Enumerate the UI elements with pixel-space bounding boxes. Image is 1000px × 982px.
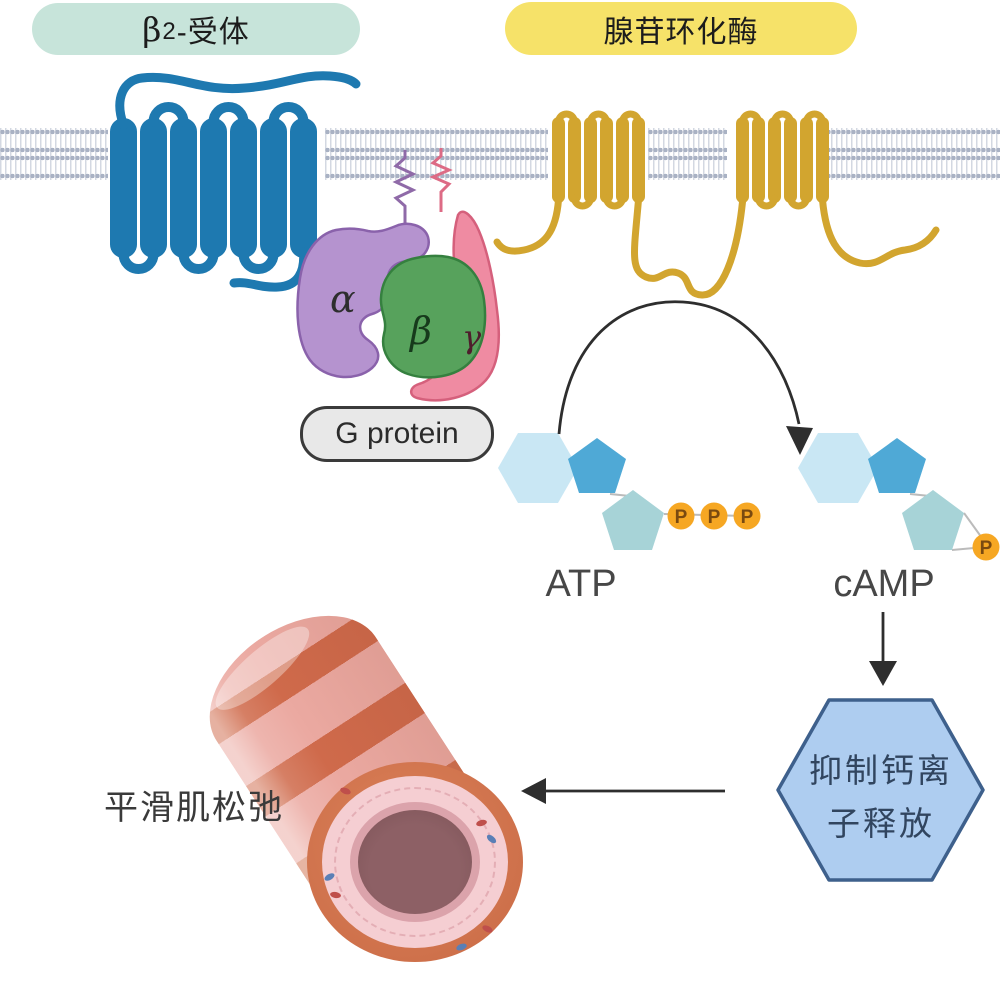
adenine-ring-pentagon [568, 438, 626, 493]
tm-helix [616, 117, 629, 203]
receptor-badge-text: -受体 [176, 16, 250, 49]
phosphate-label: P [741, 507, 754, 528]
arrowhead [869, 661, 897, 686]
cyclase-left-tail [493, 196, 562, 255]
alpha-label: α [330, 277, 356, 321]
arrows [521, 300, 897, 804]
alpha-lipid-anchor [392, 150, 417, 228]
tm-helix [736, 117, 749, 203]
cyclase-middle-loop [631, 196, 746, 299]
tm-helix [800, 117, 813, 203]
receptor-loops [118, 102, 309, 274]
beta2-receptor [110, 71, 361, 292]
tm-helix [632, 117, 645, 203]
arrowhead [521, 778, 546, 804]
cyclase-right-tail [819, 196, 940, 268]
tm-helix [110, 118, 137, 258]
tm-helix [260, 118, 287, 258]
hexagon-text-line2: 子释放 [827, 805, 935, 842]
calcium-hexagon: 抑制钙离 子释放 [776, 698, 985, 882]
tm-helix [552, 117, 565, 203]
receptor-n-terminus [115, 71, 361, 130]
cyclase-loops-2 [739, 110, 940, 268]
receptor-helices [110, 118, 317, 258]
tm-helix [752, 117, 765, 203]
adenylyl-cyclase-badge: 腺苷环化酶 [505, 2, 857, 55]
camp-label: cAMP [833, 563, 934, 605]
hexagon-shape [776, 698, 985, 882]
alpha-subunit [296, 222, 430, 379]
phosphate-circle [733, 502, 761, 530]
ribose-pentagon [602, 490, 664, 550]
atp-molecule: P P P ATP [498, 433, 761, 605]
phosphate-circle [700, 502, 728, 530]
vessel-lumen [358, 810, 472, 914]
beta-label: β [408, 309, 432, 353]
smooth-muscle-relaxation-label: 平滑肌松弛 [104, 789, 284, 827]
tm-helix [170, 118, 197, 258]
phosphate-circle [667, 502, 695, 530]
beta-symbol: β [142, 9, 163, 49]
blood-vessel-illustration [182, 580, 560, 982]
g-protein: α β γ [296, 210, 501, 402]
phosphate-circle [972, 533, 1000, 561]
tm-helix [140, 118, 167, 258]
tm-helix [230, 118, 257, 258]
tm-helix [784, 117, 797, 203]
cell-membrane-segment [648, 128, 727, 180]
cyclic-bond-line [951, 547, 975, 551]
phosphate-label: P [708, 507, 721, 528]
adenylyl-cyclase [493, 110, 940, 299]
tm-helix [600, 117, 613, 203]
tm-helix [816, 117, 829, 203]
cyclic-bond-line [963, 512, 983, 539]
cyclase-helix-cluster-2 [736, 117, 829, 203]
gamma-lipid-anchor [429, 148, 453, 212]
g-protein-pill: G protein [300, 406, 494, 462]
phosphate-label: P [675, 507, 688, 528]
atp-label: ATP [545, 563, 616, 605]
g-protein-label: G protein [335, 417, 459, 450]
tm-helix [200, 118, 227, 258]
cell-membrane-segment [325, 128, 548, 180]
adenine-ring-hexagon [498, 433, 578, 503]
enzyme-badge-text: 腺苷环化酶 [603, 15, 759, 49]
tm-helix [768, 117, 781, 203]
beta-subunit [379, 254, 487, 379]
cyclase-loops-1 [493, 110, 746, 299]
atp-to-camp-arrow [557, 300, 801, 435]
arrowhead [786, 426, 813, 455]
cell-membrane-segment [0, 128, 108, 180]
tm-helix [290, 118, 317, 258]
phosphate-label: P [980, 538, 993, 559]
gamma-label: γ [462, 318, 482, 356]
hexagon-text-line1: 抑制钙离 [809, 752, 953, 789]
tm-helix [584, 117, 597, 203]
adenine-ring-hexagon [798, 433, 878, 503]
beta-subscript: 2 [162, 18, 177, 45]
ribose-pentagon [902, 490, 964, 550]
adenine-ring-pentagon [868, 438, 926, 493]
cell-membrane-segment [826, 128, 1000, 180]
tm-helix [568, 117, 581, 203]
camp-molecule: P cAMP [798, 433, 1000, 605]
cyclase-helix-cluster-1 [552, 117, 645, 203]
